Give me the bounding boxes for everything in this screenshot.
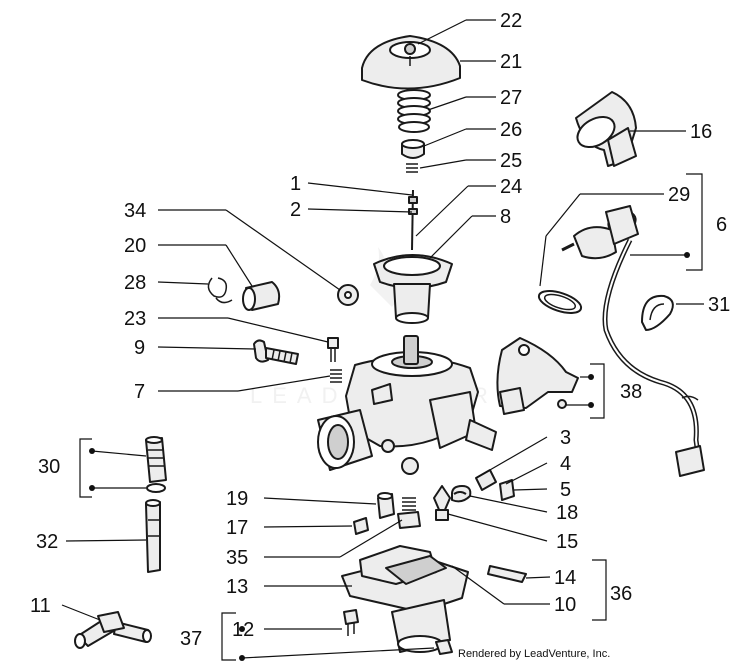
callout-35: 35 [226, 547, 248, 569]
part-float-bowl [341, 545, 527, 653]
leader-lines [61, 19, 704, 661]
part-choke-cable [561, 205, 705, 477]
callout-32: 32 [36, 531, 58, 553]
callout-26: 26 [500, 119, 522, 141]
callout-34: 34 [124, 200, 146, 222]
part-spring [397, 89, 431, 133]
part-carburetor-body [317, 335, 497, 475]
part-needle-valve [433, 485, 451, 521]
callout-4: 4 [560, 453, 571, 475]
part-cap-19 [377, 492, 395, 519]
callout-20: 20 [124, 235, 146, 257]
part-screw-37 [435, 639, 453, 655]
part-diaphragm-slide [373, 254, 453, 324]
part-spring-seat [401, 139, 425, 159]
callout-25: 25 [500, 150, 522, 172]
part-jet-30 [145, 436, 167, 493]
callout-31: 31 [708, 294, 730, 316]
callout-labels: 22 21 27 26 25 24 8 1 2 34 20 28 23 9 7 … [30, 10, 730, 650]
callout-16: 16 [690, 121, 712, 143]
callout-5: 5 [560, 479, 571, 501]
callout-10: 10 [554, 594, 576, 616]
callout-28: 28 [124, 272, 146, 294]
callout-8: 8 [500, 206, 511, 228]
part-small-screws [451, 469, 515, 503]
part-sleeve-16 [575, 91, 637, 167]
callout-15: 15 [556, 531, 578, 553]
part-small-spring [406, 163, 418, 173]
part-jet-needle [408, 189, 418, 251]
callout-23: 23 [124, 308, 146, 330]
part-emulsion-tube [145, 499, 161, 573]
part-clip-28 [207, 277, 233, 304]
part-oring-29 [537, 290, 583, 314]
part-screw-12 [343, 609, 359, 636]
callout-22: 22 [500, 10, 522, 32]
callout-13: 13 [226, 576, 248, 598]
callout-30: 30 [38, 456, 60, 478]
part-washer-34 [337, 284, 359, 306]
callout-2: 2 [290, 199, 301, 221]
callout-14: 14 [554, 567, 576, 589]
callout-18: 18 [556, 502, 578, 524]
part-choke-body [496, 337, 579, 415]
part-screw-23 [327, 337, 339, 362]
callout-12: 12 [232, 619, 254, 641]
part-idle-screw [253, 339, 299, 365]
callout-36: 36 [610, 583, 632, 605]
callout-21: 21 [500, 51, 522, 73]
callout-7: 7 [134, 381, 145, 403]
callout-3: 3 [560, 427, 571, 449]
callout-19: 19 [226, 488, 248, 510]
callout-17: 17 [226, 517, 248, 539]
credit-line: Rendered by LeadVenture, Inc. [458, 648, 611, 660]
part-ring-31 [641, 294, 674, 331]
callout-1: 1 [290, 173, 301, 195]
part-main-jet [397, 497, 421, 529]
callout-9: 9 [134, 337, 145, 359]
part-cap-20 [242, 281, 281, 311]
callout-11: 11 [30, 595, 51, 617]
part-spring-7 [330, 369, 342, 383]
part-screw-17 [353, 517, 369, 535]
part-fitting-11 [74, 611, 152, 649]
callout-27: 27 [500, 87, 522, 109]
callout-38: 38 [620, 381, 642, 403]
part-top-cover [361, 35, 461, 90]
callout-29: 29 [668, 184, 690, 206]
callout-24: 24 [500, 176, 522, 198]
callout-6: 6 [716, 214, 727, 236]
callout-37: 37 [180, 628, 202, 650]
bullet-dots [89, 252, 690, 661]
